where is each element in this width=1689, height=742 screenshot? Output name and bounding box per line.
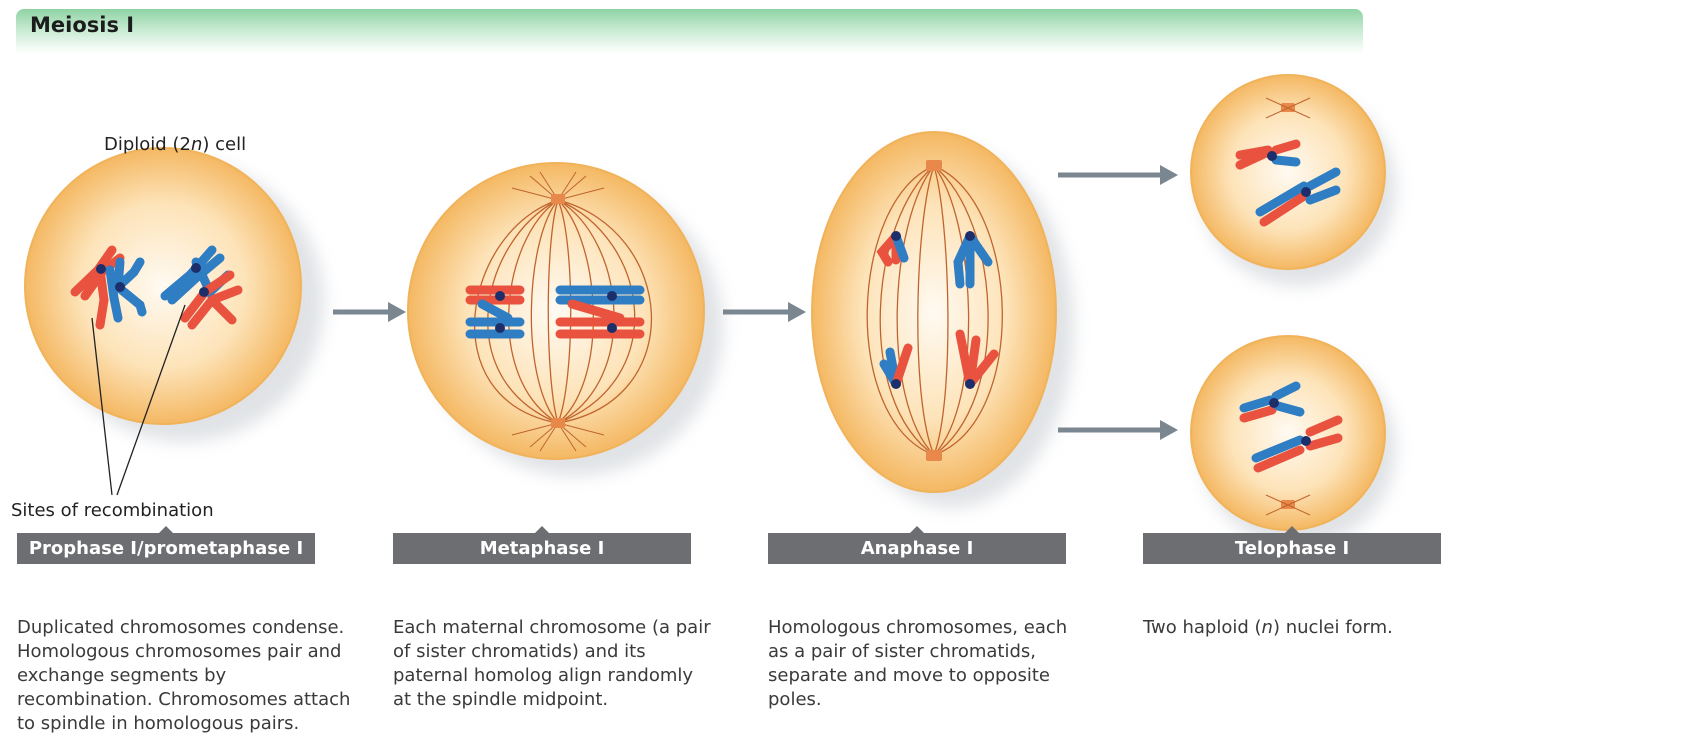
- stage-desc-anaphase: Homologous chromosomes, each as a pair o…: [768, 616, 1088, 712]
- prophase-cell: [25, 148, 324, 495]
- arrow-3-bottom: [1058, 420, 1178, 440]
- centrosome-top: [551, 194, 565, 204]
- telophase-cell-bottom: [1191, 336, 1396, 547]
- arrow-3-top: [1058, 165, 1178, 185]
- recombination-label: Sites of recombination: [11, 500, 214, 521]
- stage-label-prophase: Prophase I/prometaphase I: [17, 533, 315, 564]
- metaphase-cell: [408, 163, 723, 476]
- centrosome-bottom: [551, 418, 565, 428]
- stage-label-telophase: Telophase I: [1143, 533, 1441, 564]
- stage-desc-metaphase: Each maternal chromosome (a pair of sist…: [393, 616, 713, 712]
- stage-desc-telophase: Two haploid (n) nuclei form.: [1143, 616, 1463, 640]
- stage-label-metaphase: Metaphase I: [393, 533, 691, 564]
- arrow-2: [723, 302, 806, 322]
- diploid-cell-label: Diploid (2n) cell: [104, 134, 246, 155]
- stage-label-anaphase: Anaphase I: [768, 533, 1066, 564]
- stage-desc-prophase: Duplicated chromosomes condense. Homolog…: [17, 616, 357, 736]
- arrow-1: [333, 302, 406, 322]
- telophase-cell-top: [1191, 75, 1396, 286]
- anaphase-cell: [812, 132, 1074, 508]
